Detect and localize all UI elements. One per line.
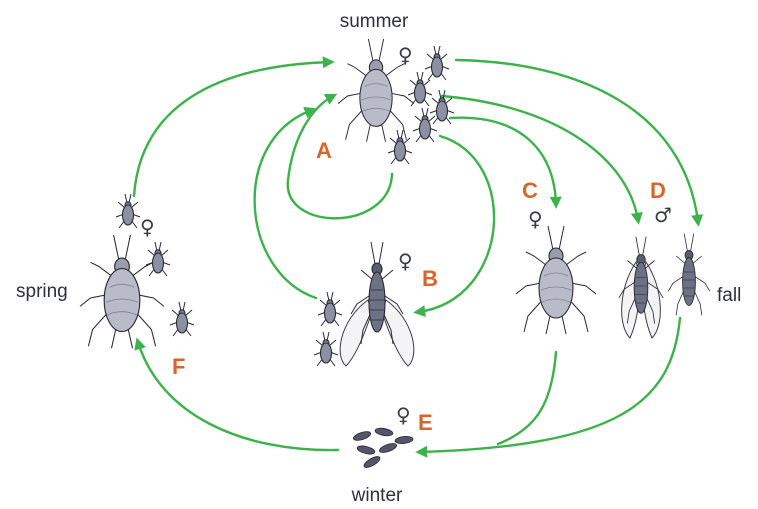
spring-nymph: [169, 301, 195, 337]
stage-label-a: A: [316, 138, 332, 163]
spring-nymph: [145, 241, 171, 277]
summer-nymph: [387, 129, 413, 165]
arrow-b-to-summer: [253, 106, 318, 300]
season-label-fall: fall: [717, 285, 741, 306]
arrow-winter-to-spring: [134, 337, 340, 452]
male-symbol-d: ♂: [654, 203, 672, 227]
male-aphid: [667, 233, 711, 316]
stage-label-d: D: [650, 178, 666, 203]
egg: [363, 456, 381, 468]
season-label-winter: winter: [351, 485, 403, 506]
summer-group: [337, 38, 455, 165]
stage-c-group: [515, 225, 597, 335]
spring-group: [79, 193, 195, 349]
spring-nymph: [115, 193, 141, 229]
cycle-arrows: [132, 56, 704, 458]
egg: [352, 431, 372, 441]
arrow-c-to-winter: [496, 350, 558, 446]
arrow-summer-to-d-right: [454, 58, 704, 227]
season-label-spring: spring: [16, 281, 68, 302]
stage-label-e: E: [418, 410, 433, 435]
egg: [374, 427, 394, 437]
female-symbol-c: ♀: [528, 207, 543, 231]
stage-label-c: C: [522, 178, 538, 203]
season-label-summer: summer: [340, 11, 409, 32]
arrow-summer-to-d-left: [440, 94, 643, 225]
summer-nymph: [407, 71, 433, 107]
stage-d-group: [618, 233, 711, 339]
stage-label-b: B: [422, 266, 438, 291]
winter-eggs: [352, 427, 414, 468]
summer-nymph: [412, 107, 438, 143]
female-symbol-spring: ♀: [140, 215, 155, 239]
egg: [356, 445, 376, 455]
wing-left: [339, 299, 373, 367]
stage-b-nymph: [317, 291, 343, 327]
female-symbol-summer: ♀: [398, 43, 413, 67]
stage-b-nymph: [313, 331, 339, 367]
female-symbol-b: ♀: [398, 249, 413, 273]
stage-label-f: F: [172, 354, 185, 379]
summer-nymph: [424, 45, 450, 81]
spring-aphid-female: [79, 234, 165, 349]
wing-right: [381, 299, 415, 367]
arrow-summer-to-b: [413, 134, 496, 318]
sexual-female-aphid: [515, 225, 597, 335]
female-symbol-e: ♀: [396, 403, 411, 427]
stage-b-group: [313, 241, 415, 367]
arrow-fall-to-winter: [415, 316, 682, 458]
arrow-spring-to-summer: [132, 56, 335, 198]
egg: [394, 435, 414, 445]
arrow-summer-to-c: [448, 116, 562, 209]
egg: [379, 443, 397, 453]
